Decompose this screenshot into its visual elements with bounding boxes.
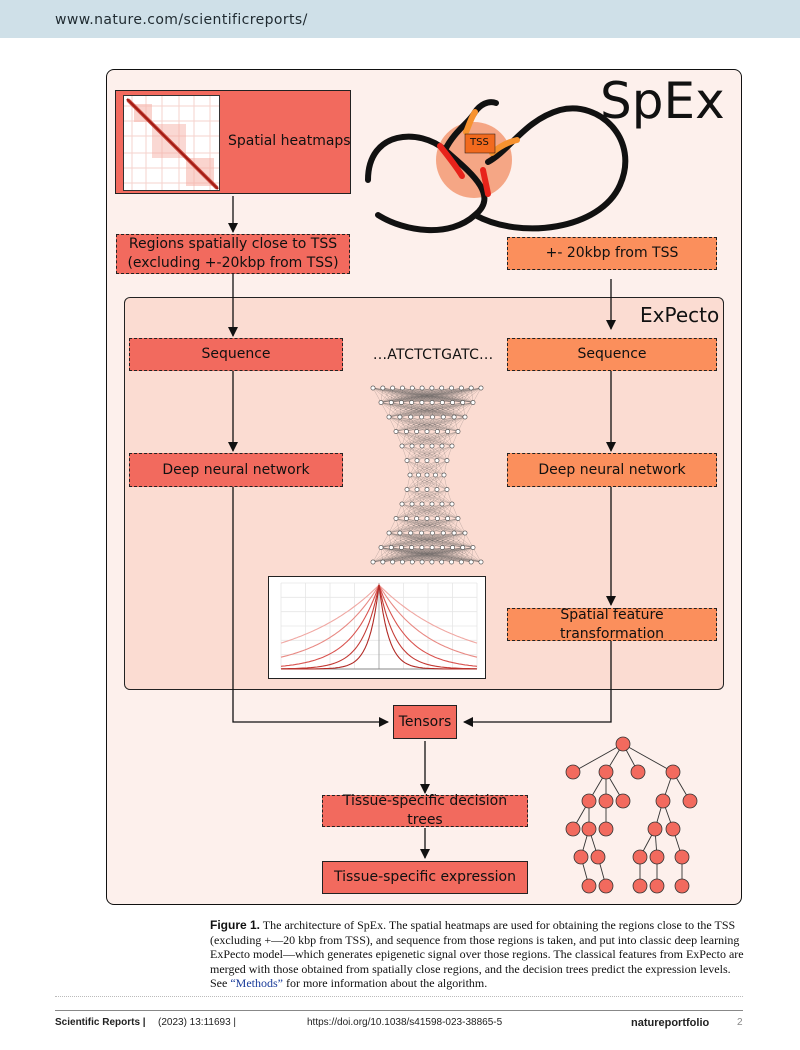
caption-tail: for more information about the algorithm… (282, 976, 488, 991)
tss-marker (464, 133, 496, 154)
dna-sequence-text: ...ATCTCTGATC... (373, 347, 494, 363)
expecto-title: ExPecto (640, 303, 720, 327)
heatmap-graphic (124, 96, 219, 190)
regions-close-line1: Regions spatially close to TSS (128, 236, 338, 253)
decay-plot-graphic (280, 582, 478, 670)
caption-divider (55, 996, 743, 997)
heatmap-image (123, 95, 220, 191)
footer-publisher: natureportfolio (631, 1017, 710, 1029)
dnn-right-label: Deep neural network (538, 461, 686, 478)
heatmap-label: Spatial heatmaps (228, 133, 351, 149)
tensors-label: Tensors (398, 713, 452, 730)
footer-volume: (2023) 13:11693 | (158, 1017, 237, 1028)
chromatin-illustration (365, 99, 629, 234)
methods-link[interactable]: “Methods” (230, 976, 283, 991)
regions-close-box: Regions spatially close to TSS (excludin… (116, 234, 350, 274)
arrow-dnn-left-to-tensors (232, 487, 389, 727)
flow-arrows (228, 196, 616, 859)
arrow-transform-to-tensors (463, 641, 612, 727)
tss-label: TSS (470, 137, 489, 148)
footer-journal: Scientific Reports | (55, 1017, 146, 1028)
figure-caption: Figure 1. The architecture of SpEx. The … (210, 918, 745, 991)
neural-network-illustration (370, 385, 484, 565)
sequence-right-box: Sequence (507, 338, 717, 371)
decision-trees-box: Tissue-specific decision trees (322, 793, 528, 828)
tss-window-label: +- 20kbp from TSS (545, 245, 679, 262)
dnn-left-box: Deep neural network (129, 453, 343, 487)
caption-label: Figure 1. (210, 918, 261, 932)
site-header: www.nature.com/scientificreports/ (0, 0, 800, 38)
tss-window-box: +- 20kbp from TSS (507, 237, 717, 270)
caption-text: The architecture of SpEx. The spatial he… (210, 918, 744, 991)
sequence-left-label: Sequence (201, 346, 271, 363)
spatial-transform-box: Spatial feature transformation (507, 606, 717, 642)
decision-tree-illustration (565, 736, 698, 894)
footer-doi[interactable]: https://doi.org/10.1038/s41598-023-38865… (307, 1017, 503, 1028)
regions-close-line2: (excluding +-20kbp from TSS) (127, 255, 339, 271)
spatial-transform-label: Spatial feature transformation (559, 606, 665, 642)
tensors-box: Tensors (393, 705, 457, 739)
dnn-left-label: Deep neural network (162, 461, 310, 478)
expression-label: Tissue-specific expression (334, 869, 516, 886)
decision-trees-label: Tissue-specific decision trees (342, 793, 508, 828)
spex-title: SpEx (600, 72, 725, 130)
decay-plot (268, 576, 486, 679)
footer-page-number: 2 (737, 1017, 743, 1028)
sequence-right-label: Sequence (577, 346, 647, 363)
sequence-left-box: Sequence (129, 338, 343, 371)
expression-box: Tissue-specific expression (322, 861, 528, 894)
footer-divider (55, 1010, 743, 1011)
dnn-right-box: Deep neural network (507, 453, 717, 487)
site-url[interactable]: www.nature.com/scientificreports/ (55, 12, 308, 28)
